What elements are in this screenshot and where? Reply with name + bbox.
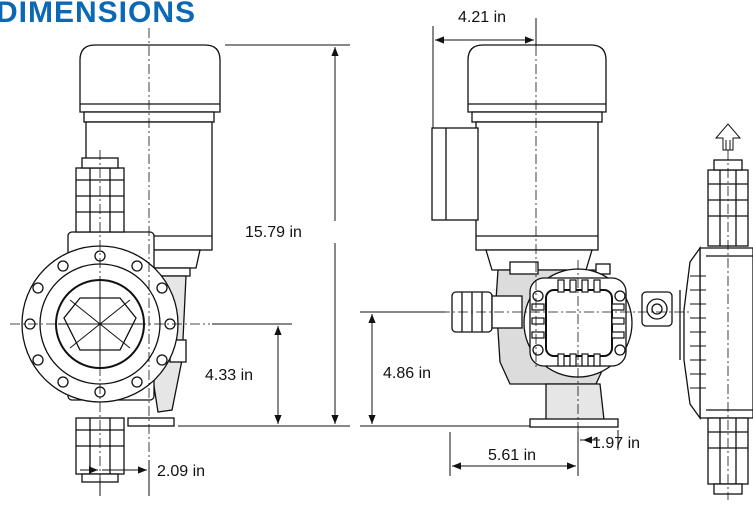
dim-base-to-center: 5.61 in [488, 447, 536, 464]
dim-base-offset-left: 2.09 in [157, 463, 205, 480]
dim-inlet-height-right: 4.86 in [383, 365, 431, 382]
pump-front-view [21, 44, 221, 483]
base-foot [127, 417, 175, 427]
pump-partial-view [679, 159, 753, 495]
motor-cap-side [467, 44, 607, 113]
dim-total-height: 15.79 in [245, 224, 302, 241]
motor-body-side [475, 121, 599, 251]
dim-inlet-height-left: 4.33 in [205, 367, 253, 384]
flow-direction-arrow-icon [714, 123, 742, 151]
junction-box [431, 127, 479, 221]
head-bolts [24, 250, 176, 398]
dimension-labels: 4.21 in 15.79 in 4.33 in 4.86 in 2.09 in… [157, 9, 640, 480]
dim-base-half-width: 1.97 in [592, 435, 640, 452]
motor-cap [79, 44, 221, 113]
base-foot-side [529, 418, 619, 428]
page-title: DIMENSIONS [0, 0, 197, 29]
pump-side-view [431, 44, 673, 428]
dim-top-width: 4.21 in [458, 9, 506, 26]
